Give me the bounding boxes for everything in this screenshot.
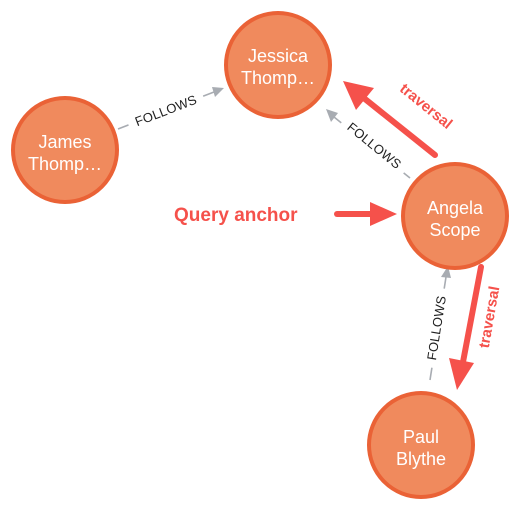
traversal-label-bottom: traversal [476,285,504,350]
node-james-thompson[interactable]: James Thomp… [11,96,119,204]
node-label-line2: Blythe [396,449,446,469]
node-label-line2: Scope [429,220,480,240]
traversal-arrow-top [343,81,438,158]
node-circle [401,162,509,270]
node-label-line1: Angela [427,198,484,218]
query-anchor-arrow [334,202,397,226]
node-jessica-thompson[interactable]: Jessica Thomp… [224,11,332,119]
traversal-arrowhead [343,81,374,110]
edge-james-follows-jessica[interactable]: FOLLOWS [117,87,224,133]
node-circle [224,11,332,119]
node-circle [11,96,119,204]
node-label-line1: James [38,132,91,152]
traversal-arrow-line [460,264,484,365]
node-label-line1: Jessica [248,46,309,66]
traversal-label-top: traversal [396,80,455,133]
query-anchor-arrowhead [370,202,397,226]
node-label-line1: Paul [403,427,439,447]
traversal-arrow-bottom [449,264,484,390]
node-angela-scope[interactable]: Angela Scope [401,162,509,270]
edge-label: FOLLOWS [344,119,404,172]
traversal-arrow-line [362,96,438,158]
traversal-arrowhead [449,358,474,390]
node-label-line2: Thomp… [241,68,315,88]
node-paul-blythe[interactable]: Paul Blythe [367,391,475,499]
node-circle [367,391,475,499]
edge-arrowhead [212,87,224,97]
edge-arrowhead [326,109,338,122]
edge-angela-follows-jessica[interactable]: FOLLOWS [326,109,412,179]
node-label-line2: Thomp… [28,154,102,174]
query-anchor-label: Query anchor [174,205,298,226]
edge-paul-follows-angela[interactable]: FOLLOWS [420,266,452,381]
